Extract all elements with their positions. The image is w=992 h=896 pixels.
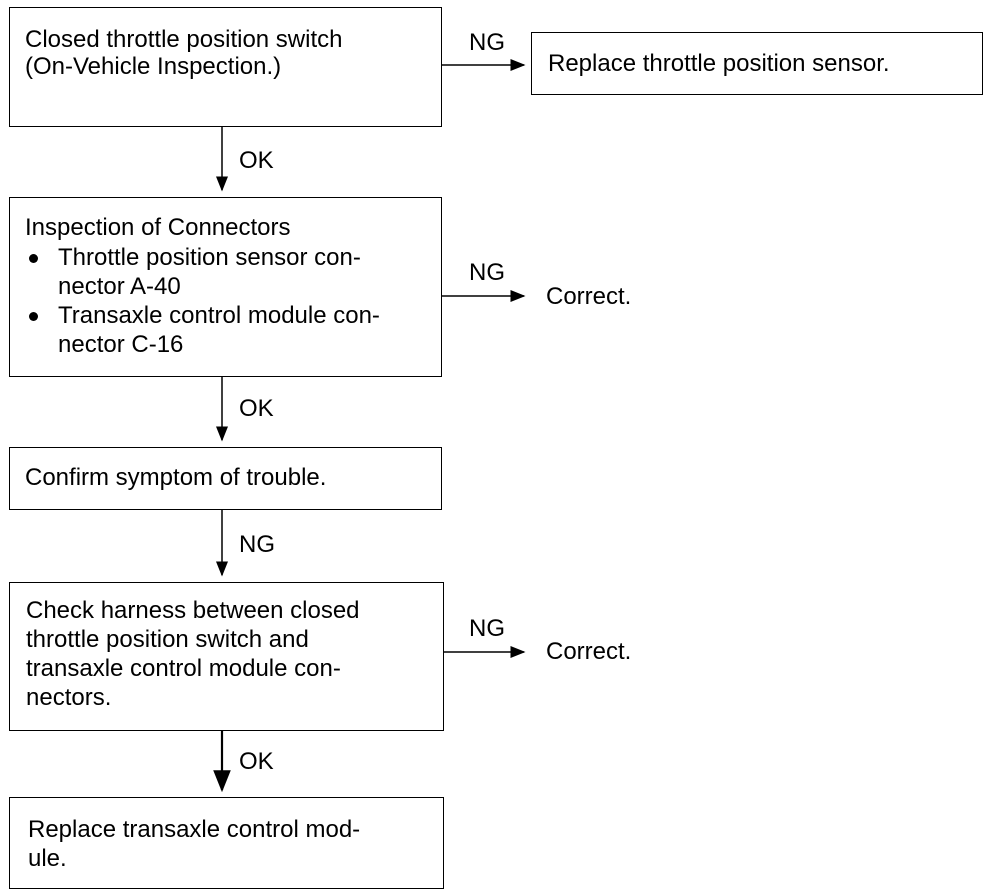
box-closed-throttle-switch: Closed throttle position switch (On-Vehi… bbox=[9, 7, 442, 127]
box-check-harness: Check harness between closed throttle po… bbox=[9, 582, 444, 731]
bullet-line: nector A-40 bbox=[58, 273, 181, 300]
outcome-correct: Correct. bbox=[546, 638, 632, 665]
box-title: Inspection of Connectors bbox=[25, 214, 291, 241]
box-line: throttle position switch and bbox=[26, 626, 309, 653]
box-line: Confirm symptom of trouble. bbox=[25, 464, 327, 491]
box-replace-tcm: Replace transaxle control mod- ule. bbox=[9, 797, 444, 889]
label-ok: OK bbox=[239, 395, 274, 422]
label-ng: NG bbox=[469, 259, 505, 286]
box-line: Replace transaxle control mod- bbox=[28, 816, 361, 843]
bullet-line: nector C-16 bbox=[58, 331, 184, 358]
box-line: (On-Vehicle Inspection.) bbox=[25, 53, 282, 80]
box-line: transaxle control module con- bbox=[26, 655, 341, 682]
box-line: Replace throttle position sensor. bbox=[548, 50, 890, 77]
box-line: ule. bbox=[28, 845, 67, 872]
box-line: Check harness between closed bbox=[26, 597, 360, 624]
label-ok: OK bbox=[239, 147, 274, 174]
bullet-line: Transaxle control module con- bbox=[58, 302, 380, 329]
box-inspection-connectors: Inspection of Connectors Throttle positi… bbox=[9, 197, 442, 377]
outcome-correct: Correct. bbox=[546, 283, 632, 310]
bullet-dot bbox=[29, 254, 38, 263]
label-ng: NG bbox=[469, 615, 505, 642]
label-ng: NG bbox=[469, 29, 505, 56]
bullet-dot bbox=[29, 312, 38, 321]
box-line: nectors. bbox=[26, 684, 112, 711]
box-line: Closed throttle position switch bbox=[25, 26, 343, 53]
box-confirm-symptom: Confirm symptom of trouble. bbox=[9, 447, 442, 510]
label-ng: NG bbox=[239, 531, 275, 558]
label-ok: OK bbox=[239, 748, 274, 775]
bullet-line: Throttle position sensor con- bbox=[58, 244, 361, 271]
box-replace-sensor: Replace throttle position sensor. bbox=[531, 32, 983, 95]
